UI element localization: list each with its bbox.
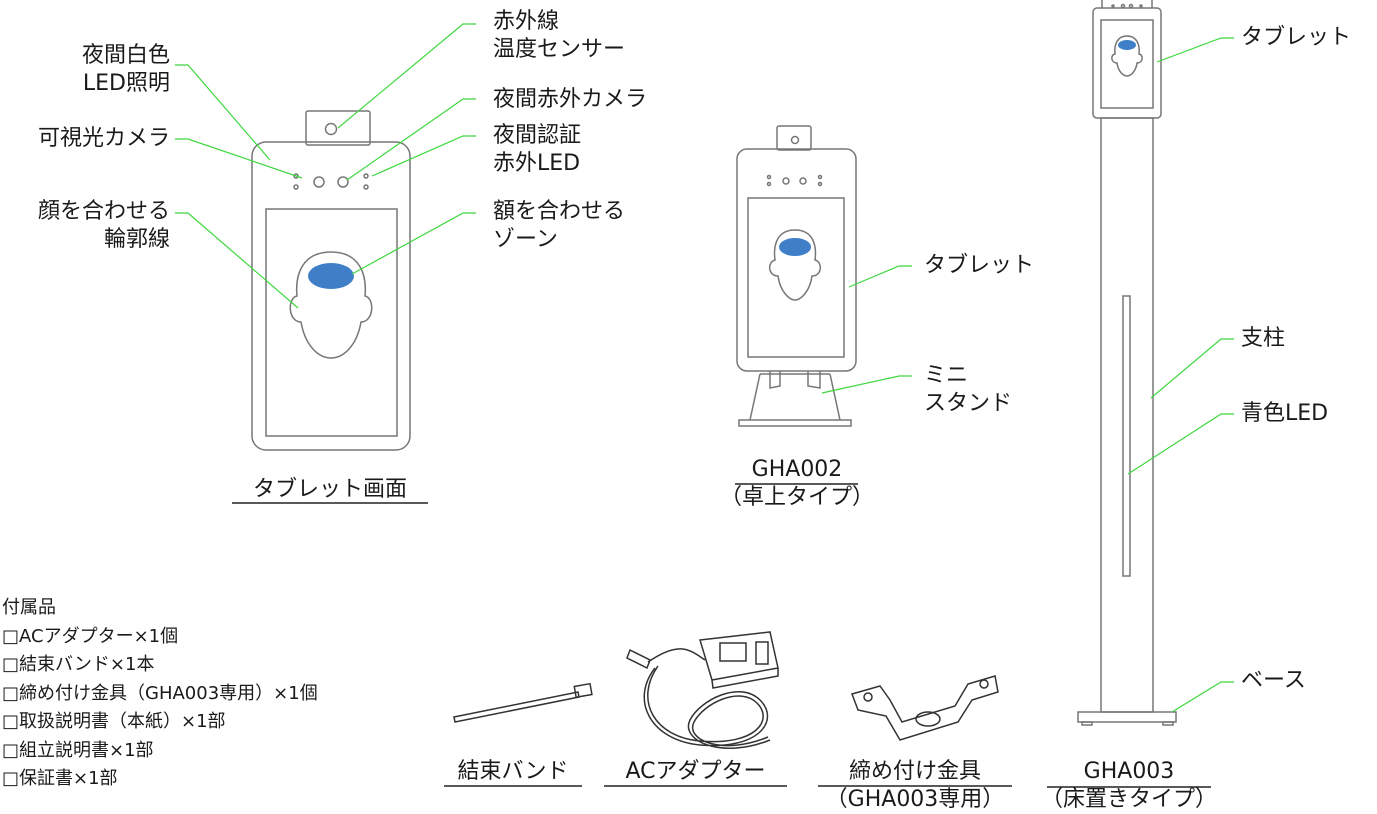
tablet-screen-drawing [251,110,411,451]
label-pillar: 支柱 [1241,326,1286,351]
temp-sensor-module [305,110,371,146]
leader-night-auth-ir-led [371,135,476,177]
label-forehead-zone: 額を合わせるゾーン [493,199,626,252]
label-ir-temp-sensor: 赤外線温度センサー [493,9,626,62]
ir-led [363,173,369,179]
caption-ac-adapter: ACアダプター [625,759,766,784]
face-outline [289,251,373,359]
label-face-outline: 顔を合わせる輪郭線 [37,199,170,252]
accessory-item: □締め付け金具（GHA003専用）×1個 [2,682,318,704]
bracket-drawing [851,675,999,741]
caption-bracket: 締め付け金具（GHA003専用） [825,759,1005,812]
leader-tablet-right [1156,37,1234,63]
accessory-item: □ACアダプター×1個 [2,625,179,647]
caption-gha002: GHA002（卓上タイプ） [720,457,875,510]
cable-tie-drawing [453,682,593,723]
accessory-item: □取扱説明書（本紙）×1部 [2,711,226,732]
leader-visible-camera [175,138,303,179]
ac-adapter-drawing [626,631,779,749]
leader-ir-temp-sensor [337,23,476,129]
caption-gha003: GHA003（床置きタイプ） [1040,759,1217,812]
label-base: ベース [1241,668,1306,693]
label-night-auth-ir-led: 夜間認証赤外LED [493,123,582,176]
gha002-drawing [736,125,857,427]
accessory-title: 付属品 [2,597,56,618]
leader-night-ir-camera [346,98,476,181]
leader-blue-led [1127,413,1234,475]
visible-camera-lens [313,176,325,188]
tablet-display [265,208,398,437]
accessory-item: □保証書×1部 [2,768,118,789]
leader-face-outline [175,212,299,309]
leader-mini-stand [821,375,912,394]
label-tablet-right: タブレット [1241,25,1352,50]
temp-sensor-lens [324,122,338,136]
accessory-item: □結束バンド×1本 [2,654,155,675]
caption-tablet-screen: タブレット画面 [252,477,407,502]
leader-forehead-zone [351,212,476,275]
ir-camera-lens [337,176,349,188]
leader-lines [175,23,1234,713]
label-visible-camera: 可視光カメラ [37,126,170,151]
label-mini-stand: ミニスタンド [924,363,1013,416]
label-blue-led: 青色LED [1241,401,1329,426]
gha003-drawing [1077,0,1177,726]
leader-base [1171,681,1234,713]
accessory-list: 付属品 □ACアダプター×1個 □結束バンド×1本 □締め付け金具（GHA003… [2,594,318,794]
leader-night-white-led [175,64,271,161]
caption-cable-tie: 結束バンド [457,759,569,784]
leader-tablet-mid [848,265,912,288]
forehead-zone [308,263,354,289]
accessory-item: □組立説明書×1部 [2,739,154,761]
tablet-body [251,141,411,451]
label-tablet-mid: タブレット [924,253,1035,278]
label-night-ir-camera: 夜間赤外カメラ [493,87,648,112]
leader-pillar [1150,338,1234,399]
